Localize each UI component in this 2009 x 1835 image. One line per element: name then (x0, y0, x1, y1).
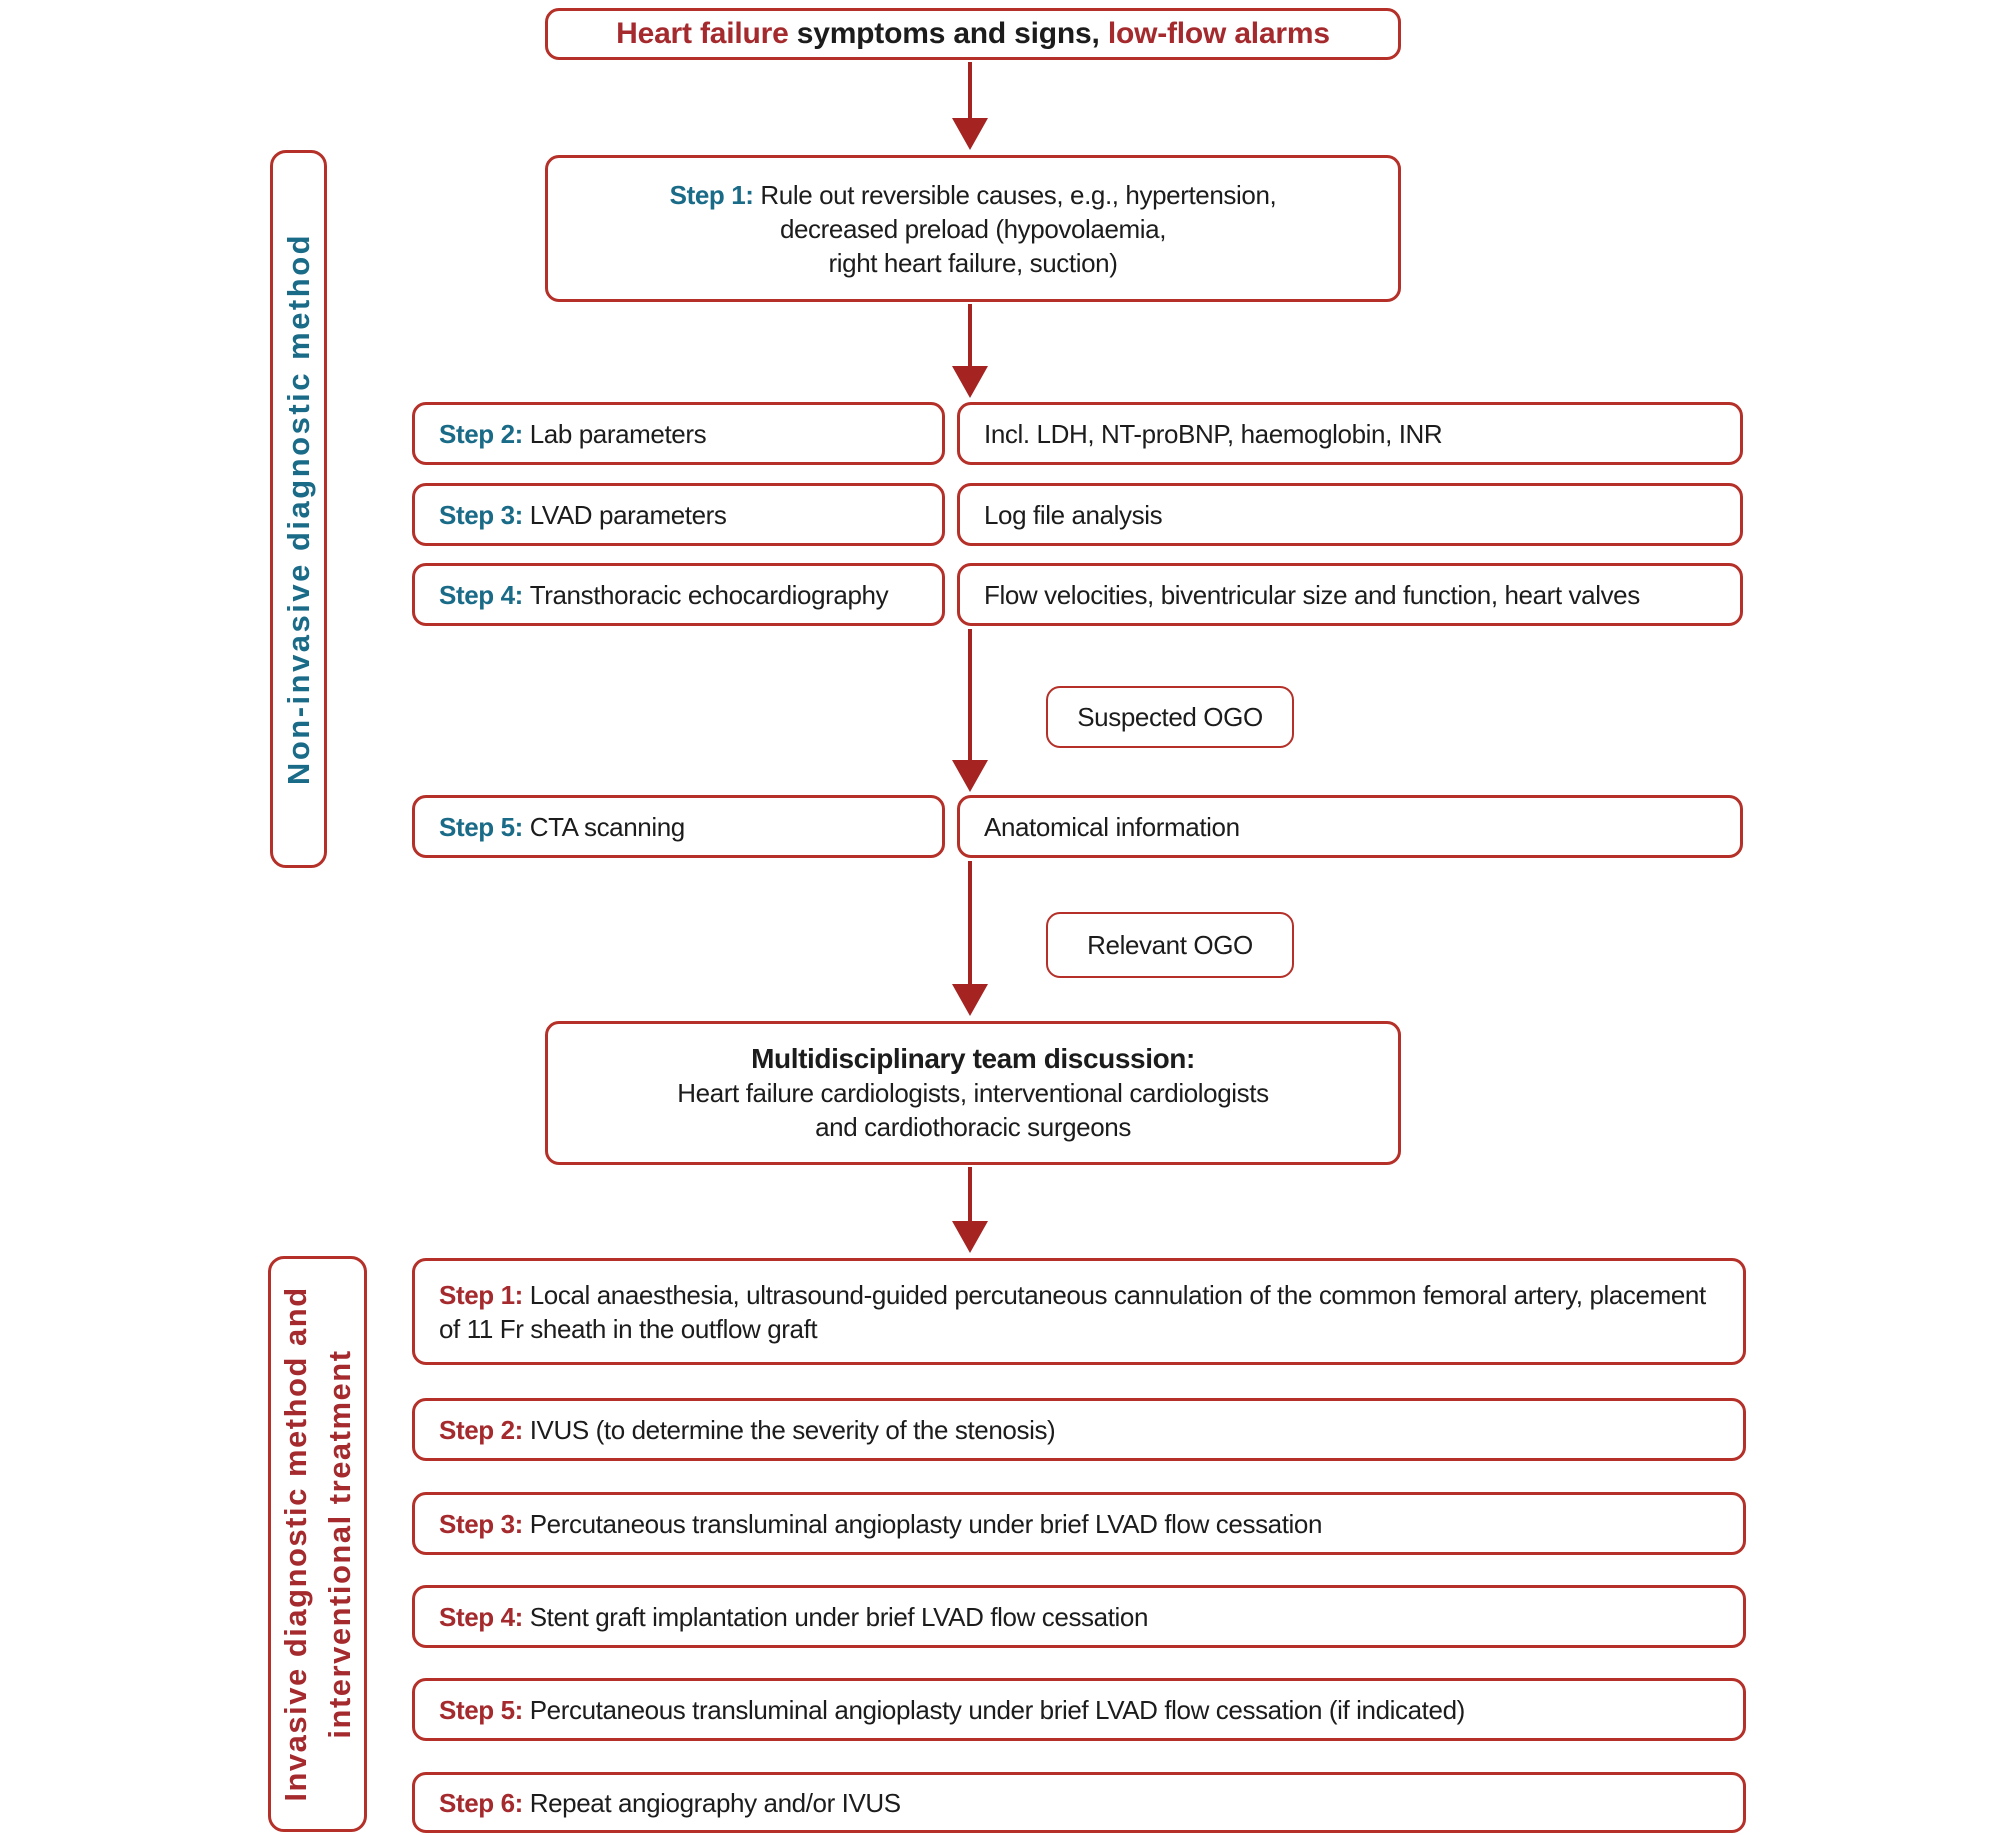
invasive-step3-body: Percutaneous transluminal angioplasty un… (529, 1508, 1323, 1539)
step2-method-box: Step 2: Lab parameters (412, 402, 945, 465)
arrow-head-icon (952, 984, 988, 1016)
arrow-shaft (968, 62, 972, 118)
step5-title: CTA scanning (529, 811, 686, 842)
sidebar-non-invasive-label: Non-invasive diagnostic method (280, 232, 316, 786)
team-discussion-line-2: Heart failure cardiologists, interventio… (677, 1078, 1269, 1108)
team-discussion-box: Multidisciplinary team discussion: Heart… (545, 1021, 1401, 1165)
step5-method-box: Step 5: CTA scanning (412, 795, 945, 858)
team-discussion-title: Multidisciplinary team discussion: (751, 1043, 1195, 1074)
suspected-ogo-label: Suspected OGO (1077, 702, 1263, 732)
invasive-step1-text: Step 1: Local anaesthesia, ultrasound-gu… (439, 1278, 1731, 1346)
heart-failure-alert-box: Heart failure symptoms and signs, low-fl… (545, 8, 1401, 60)
step2-label: Step 2: (439, 418, 530, 449)
step4-detail-box: Flow velocities, biventricular size and … (957, 563, 1743, 626)
invasive-step5-text: Step 5: Percutaneous transluminal angiop… (439, 1693, 1465, 1727)
invasive-step2-label: Step 2: (439, 1414, 530, 1445)
step5-detail-text: Anatomical information (984, 811, 1240, 842)
invasive-step2-body: IVUS (to determine the severity of the s… (529, 1414, 1056, 1445)
invasive-step4-body: Stent graft implantation under brief LVA… (529, 1601, 1149, 1632)
step1-rule-out-box: Step 1: Rule out reversible causes, e.g.… (545, 155, 1401, 302)
invasive-step6-box: Step 6: Repeat angiography and/or IVUS (412, 1772, 1746, 1833)
step2-title: Lab parameters (529, 418, 707, 449)
flow-arrow-2 (952, 304, 988, 398)
step4-title: Transthoracic echocardiography (529, 579, 889, 610)
invasive-step1-label: Step 1: (439, 1279, 530, 1310)
sidebar-invasive-line-1: Invasive diagnostic method and (277, 1286, 313, 1802)
alert-box-text: Heart failure symptoms and signs, low-fl… (616, 17, 1330, 51)
flow-arrow-1 (952, 62, 988, 150)
invasive-step3-box: Step 3: Percutaneous transluminal angiop… (412, 1492, 1746, 1555)
arrow-shaft (968, 1167, 972, 1221)
step1-line1-text: Rule out reversible causes, e.g., hypert… (753, 179, 1277, 210)
flow-arrow-3 (952, 629, 988, 792)
invasive-step4-label: Step 4: (439, 1601, 530, 1632)
invasive-step5-body: Percutaneous transluminal angioplasty un… (529, 1694, 1466, 1725)
step3-detail-text: Log file analysis (984, 499, 1163, 530)
step3-method-box: Step 3: LVAD parameters (412, 483, 945, 546)
invasive-step2-text: Step 2: IVUS (to determine the severity … (439, 1413, 1056, 1447)
arrow-head-icon (952, 1221, 988, 1253)
step1-line-3: right heart failure, suction) (828, 247, 1118, 278)
arrow-shaft (968, 861, 972, 984)
suspected-ogo-box: Suspected OGO (1046, 686, 1294, 748)
invasive-step2-box: Step 2: IVUS (to determine the severity … (412, 1398, 1746, 1461)
invasive-step5-label: Step 5: (439, 1694, 530, 1725)
invasive-step1-box: Step 1: Local anaesthesia, ultrasound-gu… (412, 1258, 1746, 1365)
arrow-head-icon (952, 366, 988, 398)
invasive-step4-box: Step 4: Stent graft implantation under b… (412, 1585, 1746, 1648)
sidebar-invasive-label: Invasive diagnostic method and intervent… (274, 1286, 362, 1801)
flow-arrow-5 (952, 1167, 988, 1253)
step3-title: LVAD parameters (529, 499, 727, 530)
step3-method-text: Step 3: LVAD parameters (439, 498, 727, 532)
step5-detail-box: Anatomical information (957, 795, 1743, 858)
step3-detail-box: Log file analysis (957, 483, 1743, 546)
step5-method-text: Step 5: CTA scanning (439, 810, 685, 844)
invasive-step5-box: Step 5: Percutaneous transluminal angiop… (412, 1678, 1746, 1741)
flow-arrow-4 (952, 861, 988, 1016)
team-discussion-line-3: and cardiothoracic surgeons (815, 1112, 1131, 1142)
step4-label: Step 4: (439, 579, 530, 610)
step2-detail-text: Incl. LDH, NT-proBNP, haemoglobin, INR (984, 418, 1443, 449)
step4-detail-text: Flow velocities, biventricular size and … (984, 579, 1640, 610)
arrow-shaft (968, 304, 972, 366)
arrow-shaft (968, 629, 972, 760)
step3-label: Step 3: (439, 499, 530, 530)
step1-label: Step 1: (669, 179, 754, 210)
alert-text-red-2: low-flow alarms (1107, 17, 1330, 50)
step2-detail-box: Incl. LDH, NT-proBNP, haemoglobin, INR (957, 402, 1743, 465)
invasive-step6-label: Step 6: (439, 1787, 530, 1818)
sidebar-non-invasive: Non-invasive diagnostic method (270, 150, 327, 868)
sidebar-invasive: Invasive diagnostic method and intervent… (268, 1256, 367, 1832)
alert-text-black: symptoms and signs, (796, 17, 1108, 50)
invasive-step6-body: Repeat angiography and/or IVUS (529, 1787, 901, 1818)
arrow-head-icon (952, 118, 988, 150)
relevant-ogo-box: Relevant OGO (1046, 912, 1294, 978)
step1-line-2: decreased preload (hypovolaemia, (779, 213, 1167, 244)
step4-method-box: Step 4: Transthoracic echocardiography (412, 563, 945, 626)
step5-label: Step 5: (439, 811, 530, 842)
sidebar-invasive-line-2: interventional treatment (321, 1349, 357, 1739)
step1-line-1: Step 1: Rule out reversible causes, e.g.… (548, 178, 1398, 212)
invasive-step3-label: Step 3: (439, 1508, 530, 1539)
invasive-step3-text: Step 3: Percutaneous transluminal angiop… (439, 1507, 1322, 1541)
relevant-ogo-label: Relevant OGO (1087, 930, 1253, 960)
step2-method-text: Step 2: Lab parameters (439, 417, 707, 451)
alert-text-red-1: Heart failure (616, 17, 797, 50)
invasive-step4-text: Step 4: Stent graft implantation under b… (439, 1600, 1148, 1634)
arrow-head-icon (952, 760, 988, 792)
invasive-step1-body: Local anaesthesia, ultrasound-guided per… (439, 1279, 1706, 1344)
invasive-step6-text: Step 6: Repeat angiography and/or IVUS (439, 1786, 901, 1820)
step4-method-text: Step 4: Transthoracic echocardiography (439, 578, 889, 612)
